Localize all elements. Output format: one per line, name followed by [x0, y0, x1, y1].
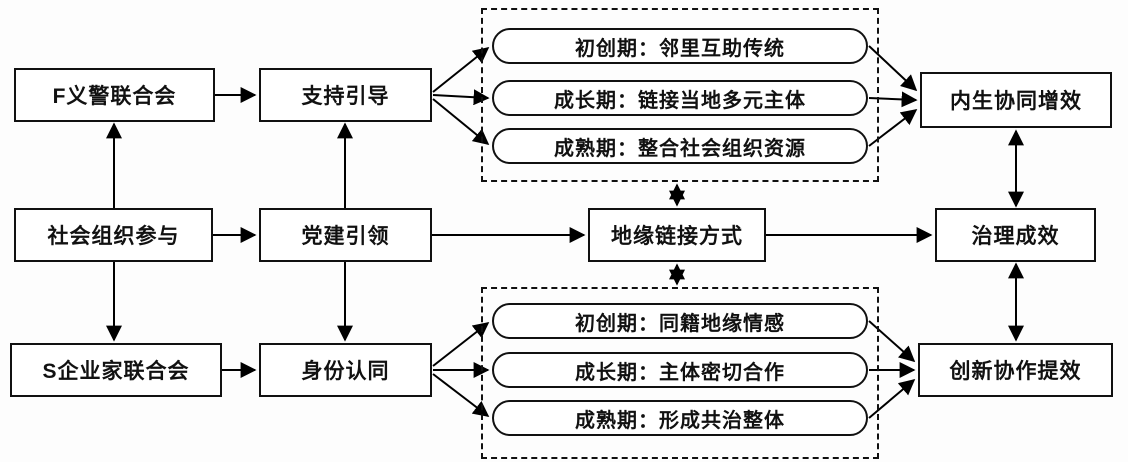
arrow-identity-to-stage6	[432, 373, 490, 417]
node-party-building: 党建引领	[259, 208, 432, 262]
dashed-group-bottom	[481, 287, 879, 459]
stage-top-initial: 初创期：邻里互助传统	[492, 28, 868, 64]
node-support-guidance: 支持引导	[259, 68, 432, 122]
node-social-org-participation: 社会组织参与	[14, 208, 213, 262]
node-endogenous-synergy: 内生协同增效	[920, 72, 1112, 128]
arrow-stage6-to-innovation	[868, 378, 916, 419]
node-innovation-collab: 创新协作提效	[918, 343, 1113, 397]
node-f-federation: F义警联合会	[14, 68, 215, 122]
stage-bottom-growth: 成长期：主体密切合作	[492, 352, 868, 388]
stage-bottom-initial: 初创期：同籍地缘情感	[492, 303, 868, 339]
node-identity-recognition: 身份认同	[259, 343, 432, 397]
arrow-stage3-to-endogenous	[868, 109, 918, 147]
arrow-support-to-stage3	[432, 98, 490, 146]
stage-bottom-mature: 成熟期：形成共治整体	[492, 400, 868, 436]
arrow-stage4-to-innovation	[868, 320, 916, 363]
arrow-support-to-stage1	[432, 47, 490, 93]
stage-top-growth: 成长期：链接当地多元主体	[492, 80, 868, 116]
node-geo-link-mode: 地缘链接方式	[588, 208, 766, 262]
dashed-group-top	[481, 8, 879, 182]
arrow-support-to-stage2	[432, 89, 490, 106]
arrow-stage2-to-endogenous	[868, 91, 918, 108]
node-governance-effect: 治理成效	[935, 208, 1096, 262]
arrow-stage1-to-endogenous	[868, 45, 918, 92]
stage-top-mature: 成熟期：整合社会组织资源	[492, 128, 868, 164]
arrow-identity-to-stage4	[432, 322, 490, 367]
node-s-federation: S企业家联合会	[10, 343, 222, 397]
